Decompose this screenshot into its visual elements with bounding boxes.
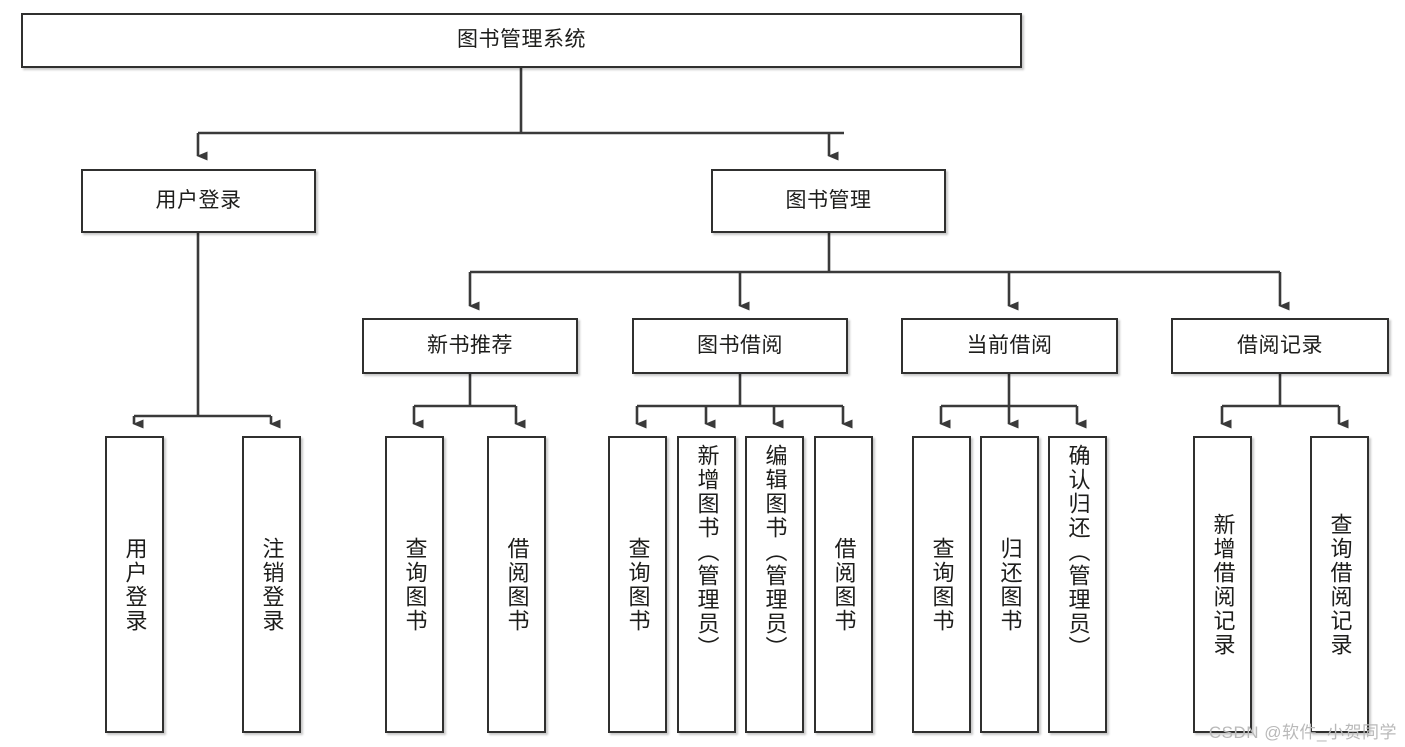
node-leaf-logout-label: 注销登录 — [259, 536, 285, 633]
node-leaf-query-book-2-label: 查询图书 — [625, 536, 651, 633]
node-leaf-return-book[interactable]: 归还图书 — [980, 436, 1039, 733]
node-leaf-query-record[interactable]: 查询借阅记录 — [1310, 436, 1369, 733]
node-borrow-record-label: 借阅记录 — [1237, 333, 1323, 357]
node-leaf-add-record[interactable]: 新增借阅记录 — [1193, 436, 1252, 733]
node-user-login[interactable]: 用户登录 — [81, 169, 316, 233]
node-new-book-rec-label: 新书推荐 — [427, 333, 513, 357]
node-leaf-query-book-1[interactable]: 查询图书 — [385, 436, 444, 733]
node-leaf-query-book-2[interactable]: 查询图书 — [608, 436, 667, 733]
node-root[interactable]: 图书管理系统 — [21, 13, 1022, 68]
node-book-manage-label: 图书管理 — [785, 188, 872, 212]
node-root-label: 图书管理系统 — [457, 28, 586, 52]
node-current-borrow-label: 当前借阅 — [966, 333, 1053, 357]
node-leaf-query-book-1-label: 查询图书 — [402, 536, 428, 633]
node-current-borrow[interactable]: 当前借阅 — [901, 318, 1118, 374]
watermark: CSDN @软件_小贺同学 — [1208, 723, 1397, 742]
node-leaf-return-book-label: 归还图书 — [997, 536, 1023, 633]
node-leaf-borrow-book-2-label: 借阅图书 — [831, 536, 857, 633]
node-leaf-edit-book-label: 编辑图书（管理员） — [762, 444, 788, 660]
node-leaf-query-book-3[interactable]: 查询图书 — [912, 436, 971, 733]
node-leaf-user-login-label: 用户登录 — [122, 536, 148, 633]
node-leaf-query-book-3-label: 查询图书 — [929, 536, 955, 633]
node-leaf-add-record-label: 新增借阅记录 — [1210, 512, 1236, 657]
node-book-borrow-label: 图书借阅 — [697, 333, 783, 357]
node-leaf-add-book[interactable]: 新增图书（管理员） — [677, 436, 736, 733]
node-leaf-edit-book[interactable]: 编辑图书（管理员） — [745, 436, 804, 733]
node-borrow-record[interactable]: 借阅记录 — [1171, 318, 1389, 374]
node-leaf-borrow-book-2[interactable]: 借阅图书 — [814, 436, 873, 733]
node-leaf-confirm-return-label: 确认归还（管理员） — [1065, 444, 1091, 660]
node-leaf-add-book-label: 新增图书（管理员） — [694, 444, 720, 660]
node-leaf-query-record-label: 查询借阅记录 — [1327, 512, 1353, 657]
node-user-login-label: 用户登录 — [155, 188, 242, 212]
node-book-manage[interactable]: 图书管理 — [711, 169, 946, 233]
node-leaf-user-login[interactable]: 用户登录 — [105, 436, 164, 733]
node-book-borrow[interactable]: 图书借阅 — [632, 318, 848, 374]
node-leaf-borrow-book-1[interactable]: 借阅图书 — [487, 436, 546, 733]
node-leaf-confirm-return[interactable]: 确认归还（管理员） — [1048, 436, 1107, 733]
node-new-book-rec[interactable]: 新书推荐 — [362, 318, 578, 374]
node-leaf-logout[interactable]: 注销登录 — [242, 436, 301, 733]
node-leaf-borrow-book-1-label: 借阅图书 — [504, 536, 530, 633]
